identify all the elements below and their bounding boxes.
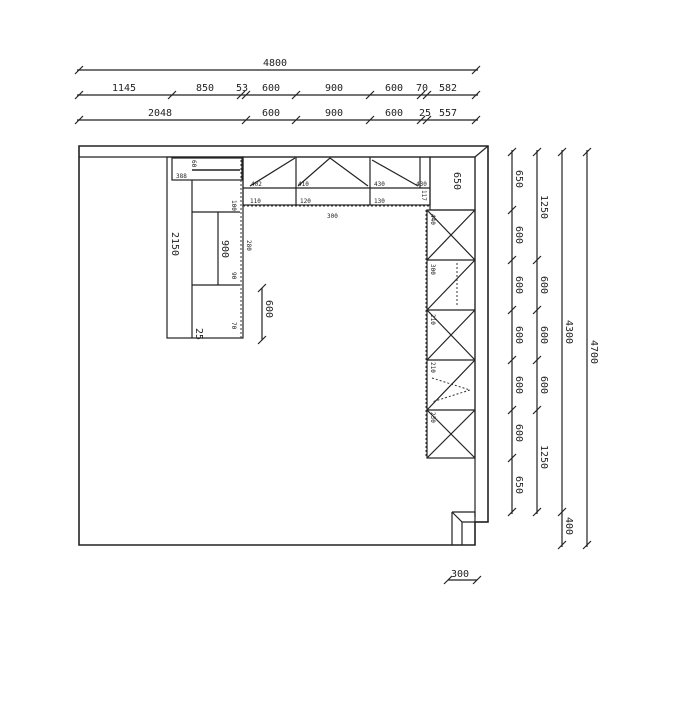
small-label: 60	[190, 160, 197, 168]
left-gap-label: 25	[193, 328, 204, 340]
dim-label: 1250	[538, 445, 549, 469]
dimension-ticks	[74, 65, 481, 125]
dim-label: 600	[538, 276, 549, 294]
small-label: 120	[300, 198, 311, 205]
right-dimension-lines: 650 600 600 600 600 600 650 1250 600 600…	[507, 147, 599, 550]
dim-label: 600	[513, 376, 524, 394]
small-label: 410	[298, 181, 309, 188]
small-label: 300	[429, 264, 436, 275]
top-cabinet-run: 402 410 430 430 110 120 130 117 300	[242, 156, 431, 220]
dim-label: 600	[538, 326, 549, 344]
dim-label: 650	[513, 170, 524, 188]
corner-tall-label: 650	[451, 172, 462, 190]
dim-label: 600	[513, 326, 524, 344]
dim-label: 600	[538, 376, 549, 394]
dim-label: 1145	[112, 83, 136, 94]
dim-label: 557	[439, 108, 457, 119]
small-label: 430	[416, 181, 427, 188]
dim-label: 1250	[538, 195, 549, 219]
dim-label: 650	[513, 476, 524, 494]
left-cabinet-run: 2150 900 25 388 60 100 280 90 70	[166, 156, 252, 340]
small-label: 280	[245, 240, 252, 251]
dim-label: 850	[196, 83, 214, 94]
dim-label: 2048	[148, 108, 172, 119]
top-dimension-lines: 4800 1145 850 53 600 900 600 70 582 2048…	[74, 58, 481, 125]
small-label: 130	[374, 198, 385, 205]
dim-label: 70	[416, 83, 428, 94]
niche-dimension: 300	[443, 569, 482, 585]
small-label: 230	[429, 412, 436, 423]
clearance-label: 600	[263, 300, 274, 318]
dim-col2: 1250 600 600 600 1250	[538, 195, 549, 469]
small-label: 402	[251, 181, 262, 188]
dim-label: 4300	[563, 320, 574, 344]
niche-label: 300	[451, 569, 469, 580]
small-label: 300	[327, 213, 338, 220]
corner-tall-cabinet: 650	[429, 156, 476, 211]
dim-total-depth: 4700	[588, 340, 599, 364]
small-label: 110	[250, 198, 261, 205]
dim-label: 600	[262, 108, 280, 119]
small-label: 100	[230, 200, 237, 211]
small-label: 430	[374, 181, 385, 188]
small-label: 388	[176, 173, 187, 180]
dim-label: 600	[262, 83, 280, 94]
left-run-length-label: 2150	[169, 232, 180, 256]
dim-label: 600	[385, 83, 403, 94]
dim-label: 25	[419, 108, 431, 119]
dim-label: 900	[325, 108, 343, 119]
clearance-dimension: 600	[257, 283, 274, 345]
small-label: 90	[230, 272, 237, 280]
dim-label: 600	[385, 108, 403, 119]
dim-label: 900	[325, 83, 343, 94]
small-label: 210	[429, 314, 436, 325]
dim-label: 400	[563, 517, 574, 535]
small-label: 117	[420, 190, 427, 201]
small-label: 210	[429, 362, 436, 373]
dimension-ticks	[507, 147, 592, 550]
dim-label: 582	[439, 83, 457, 94]
dim-col1: 650 600 600 600 600 600 650	[513, 170, 524, 494]
dim-label: 53	[236, 83, 248, 94]
dim-label: 600	[513, 424, 524, 442]
small-label: 70	[230, 322, 237, 330]
right-cabinet-run: 440 300 210 210 230	[425, 209, 476, 459]
dim-label: 600	[513, 226, 524, 244]
dim-total-width: 4800	[263, 58, 287, 69]
left-cabinet-width-label: 900	[219, 240, 230, 258]
dim-label: 600	[513, 276, 524, 294]
small-label: 440	[429, 214, 436, 225]
